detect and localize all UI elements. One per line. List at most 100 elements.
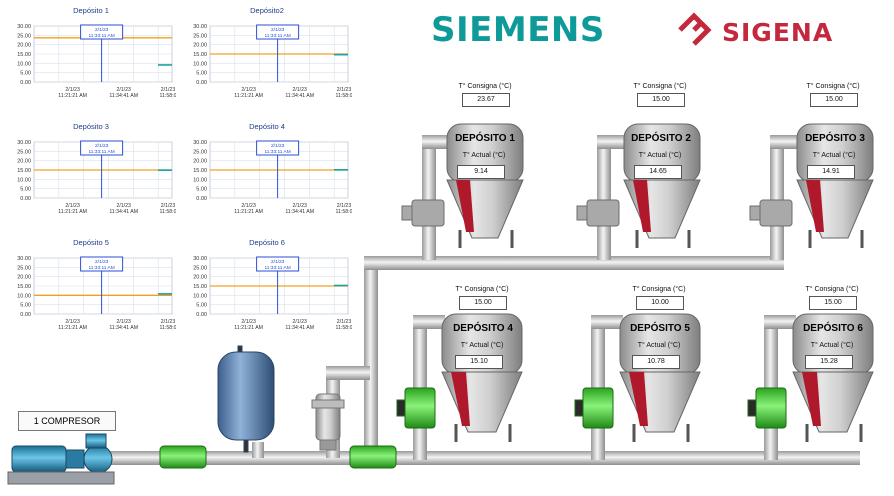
x-tick-label: 2/1/23	[65, 87, 80, 93]
actual-temp-field: 15.10	[455, 355, 503, 369]
tank-name: DEPÓSITO 6	[803, 323, 863, 334]
y-tick-label: 0.00	[196, 80, 207, 86]
y-tick-label: 25.00	[193, 265, 207, 271]
trend-title: Depósito 5	[73, 238, 109, 247]
trend-plot: 30.0025.0020.0015.0010.005.000.002/1/231…	[17, 256, 176, 331]
setpoint-field[interactable]: 15.00	[459, 296, 507, 310]
x-tick-label: 2/1/23	[65, 319, 80, 325]
trend-title: Depósito 4	[249, 122, 285, 131]
y-tick-label: 30.00	[17, 24, 31, 30]
y-tick-label: 20.00	[17, 275, 31, 281]
x-tick-label: 2/1/23	[116, 319, 131, 325]
y-tick-label: 10.00	[17, 293, 31, 299]
x-tick-label: 11:58:0	[336, 209, 352, 215]
setpoint-field[interactable]: 10.00	[636, 296, 684, 310]
y-tick-label: 15.00	[17, 52, 31, 58]
x-tick-label: 11:21:21 AM	[58, 93, 87, 99]
y-tick-label: 25.00	[17, 149, 31, 155]
cursor-tooltip-text: 2/1/23	[95, 143, 109, 149]
trend-title: Depósito 6	[249, 238, 285, 247]
trend-plot: 30.0025.0020.0015.0010.005.000.002/1/231…	[193, 256, 352, 331]
y-tick-label: 5.00	[20, 187, 31, 193]
actual-temp-label: T° Actual (°C)	[637, 342, 681, 349]
y-tick-label: 0.00	[196, 196, 207, 202]
y-tick-label: 15.00	[193, 284, 207, 290]
y-tick-label: 20.00	[17, 159, 31, 165]
y-tick-label: 15.00	[17, 284, 31, 290]
x-tick-label: 2/1/23	[241, 203, 256, 209]
x-tick-label: 2/1/23	[65, 203, 80, 209]
x-tick-label: 2/1/23	[161, 87, 176, 93]
y-tick-label: 25.00	[193, 149, 207, 155]
x-tick-label: 11:21:21 AM	[58, 325, 87, 331]
setpoint-label: T° Consigna (°C)	[633, 83, 687, 90]
setpoint-field[interactable]: 15.00	[809, 296, 857, 310]
x-tick-label: 11:34:41 AM	[109, 209, 138, 215]
cursor-tooltip-text: 2/1/23	[271, 27, 285, 33]
cursor-tooltip	[256, 256, 300, 272]
setpoint-field[interactable]: 15.00	[810, 93, 858, 107]
x-tick-label: 2/1/23	[337, 87, 352, 93]
cursor-tooltip-text: 2/1/23	[271, 143, 285, 149]
cursor-tooltip-text: 11:33:11 AM	[265, 149, 291, 155]
actual-temp-label: T° Actual (°C)	[462, 152, 506, 159]
actual-temp-label: T° Actual (°C)	[810, 342, 854, 349]
x-tick-label: 11:21:21 AM	[234, 209, 263, 215]
y-tick-label: 10.00	[17, 61, 31, 67]
setpoint-label: T° Consigna (°C)	[458, 83, 512, 90]
setpoint-label: T° Consigna (°C)	[455, 286, 509, 293]
x-tick-label: 2/1/23	[292, 203, 307, 209]
x-tick-label: 11:34:41 AM	[109, 93, 138, 99]
x-tick-label: 11:58:0	[160, 209, 176, 215]
x-tick-label: 11:58:0	[336, 325, 352, 331]
x-tick-label: 11:21:21 AM	[234, 325, 263, 331]
x-tick-label: 11:34:41 AM	[285, 209, 314, 215]
tank-name: DEPÓSITO 3	[805, 133, 865, 144]
y-tick-label: 30.00	[17, 256, 31, 262]
cursor-tooltip-text: 2/1/23	[271, 259, 285, 265]
y-tick-label: 20.00	[17, 43, 31, 49]
trend-title: Depósito2	[250, 6, 284, 15]
x-tick-label: 11:21:21 AM	[234, 93, 263, 99]
cursor-tooltip-text: 11:33:11 AM	[265, 33, 291, 39]
y-tick-label: 25.00	[17, 33, 31, 39]
x-tick-label: 2/1/23	[161, 319, 176, 325]
trend-plot: 30.0025.0020.0015.0010.005.000.002/1/231…	[193, 24, 352, 99]
cursor-tooltip	[256, 24, 300, 40]
cursor-tooltip-text: 11:33:11 AM	[89, 265, 115, 271]
x-tick-label: 2/1/23	[116, 203, 131, 209]
x-tick-label: 11:58:0	[160, 93, 176, 99]
setpoint-field[interactable]: 23.67	[462, 93, 510, 107]
cursor-tooltip-text: 2/1/23	[95, 259, 109, 265]
tank-name: DEPÓSITO 1	[455, 133, 515, 144]
cursor-tooltip	[80, 24, 124, 40]
cursor-tooltip	[256, 140, 300, 156]
y-tick-label: 15.00	[193, 52, 207, 58]
cursor-tooltip-text: 11:33:11 AM	[89, 149, 115, 155]
y-tick-label: 30.00	[193, 24, 207, 30]
x-tick-label: 2/1/23	[292, 319, 307, 325]
cursor-tooltip	[80, 140, 124, 156]
compressor-label[interactable]: 1 COMPRESOR	[18, 411, 116, 431]
actual-temp-field: 14.91	[807, 165, 855, 179]
cursor-tooltip-text: 11:33:11 AM	[89, 33, 115, 39]
setpoint-field[interactable]: 15.00	[637, 93, 685, 107]
setpoint-label: T° Consigna (°C)	[632, 286, 686, 293]
y-tick-label: 25.00	[17, 265, 31, 271]
sigena-logo: SIGENA	[722, 18, 834, 47]
cursor-tooltip-text: 2/1/23	[95, 27, 109, 33]
y-tick-label: 30.00	[193, 140, 207, 146]
y-tick-label: 25.00	[193, 33, 207, 39]
x-tick-label: 2/1/23	[116, 87, 131, 93]
y-tick-label: 15.00	[193, 168, 207, 174]
x-tick-label: 2/1/23	[161, 203, 176, 209]
trend-plot: 30.0025.0020.0015.0010.005.000.002/1/231…	[193, 140, 352, 215]
tank-name: DEPÓSITO 2	[631, 133, 691, 144]
